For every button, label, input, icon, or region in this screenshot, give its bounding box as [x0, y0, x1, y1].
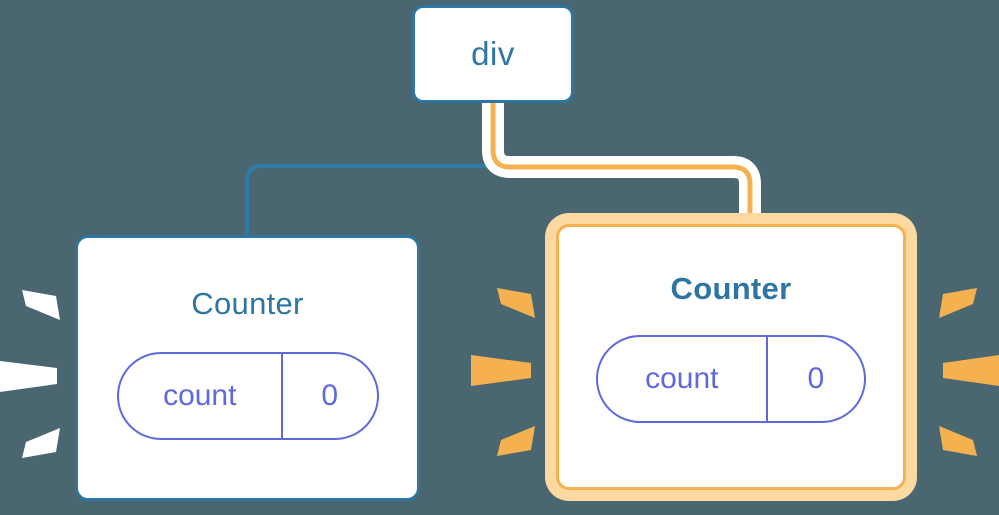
node-counter-left[interactable]: Counter count 0: [75, 235, 420, 501]
state-pill-value: 0: [281, 354, 376, 438]
edge-div-to-counter-right: [490, 103, 753, 224]
state-pill-value: 0: [765, 337, 864, 421]
state-pill-counter-right: count 0: [596, 335, 866, 423]
edge-div-to-counter-right-halo: [482, 103, 761, 224]
node-counter-left-title: Counter: [191, 286, 304, 321]
node-counter-right-title: Counter: [670, 271, 792, 306]
state-pill-counter-left: count 0: [116, 352, 379, 440]
state-pill-key: count: [163, 379, 237, 412]
node-div-title: div: [471, 35, 515, 72]
edge-div-to-counter-left: [245, 103, 495, 235]
node-div[interactable]: div: [412, 5, 574, 103]
node-counter-right[interactable]: Counter count 0: [556, 224, 906, 490]
state-pill-key: count: [645, 362, 719, 395]
